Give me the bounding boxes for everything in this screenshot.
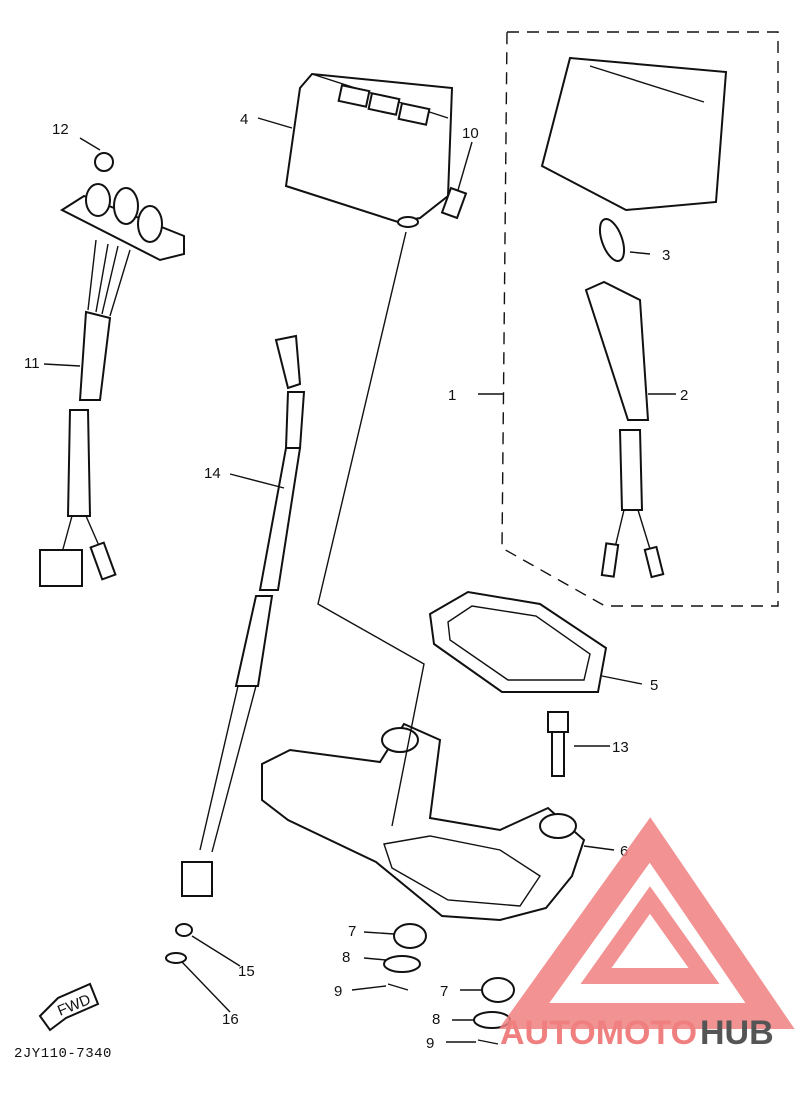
part-label-10: 10 bbox=[462, 125, 479, 142]
meter-assembly bbox=[540, 56, 728, 579]
part-label-3: 3 bbox=[662, 247, 670, 264]
watermark-text-accent: AUTOMOTO bbox=[500, 1014, 697, 1052]
part-label-9b: 9 bbox=[426, 1035, 434, 1052]
part-label-4: 4 bbox=[240, 111, 248, 128]
part-label-12: 12 bbox=[52, 121, 69, 138]
wire-harness bbox=[39, 152, 185, 587]
drawing-code: 2JY110-7340 bbox=[14, 1046, 112, 1062]
part-label-7a: 7 bbox=[348, 923, 356, 940]
part-label-6: 6 bbox=[620, 843, 628, 860]
gasket bbox=[428, 590, 608, 693]
part-label-5: 5 bbox=[650, 677, 658, 694]
fwd-arrow-icon: FWD bbox=[38, 982, 100, 1032]
part-label-16: 16 bbox=[222, 1011, 239, 1028]
part-label-2: 2 bbox=[680, 387, 688, 404]
part-label-8b: 8 bbox=[432, 1011, 440, 1028]
watermark-text-dark: HUB bbox=[700, 1014, 774, 1052]
part-label-13: 13 bbox=[612, 739, 629, 756]
meter-housing bbox=[284, 72, 454, 228]
part-label-8a: 8 bbox=[342, 949, 350, 966]
screw-10 bbox=[440, 186, 468, 220]
leader-lines bbox=[43, 117, 676, 1043]
part-label-14: 14 bbox=[204, 465, 221, 482]
part-label-11: 11 bbox=[24, 355, 40, 372]
assembly-guide-line bbox=[317, 231, 425, 827]
part-label-1: 1 bbox=[448, 387, 456, 404]
bolt-13 bbox=[547, 711, 569, 777]
speedometer-cable bbox=[181, 334, 306, 897]
grommets bbox=[165, 923, 515, 1045]
assembly-dashed-box bbox=[501, 31, 779, 607]
automotohub-logo bbox=[498, 817, 795, 1029]
part-label-9a: 9 bbox=[334, 983, 342, 1000]
bracket bbox=[261, 722, 586, 922]
part-label-15: 15 bbox=[238, 963, 255, 980]
part-label-7b: 7 bbox=[440, 983, 448, 1000]
